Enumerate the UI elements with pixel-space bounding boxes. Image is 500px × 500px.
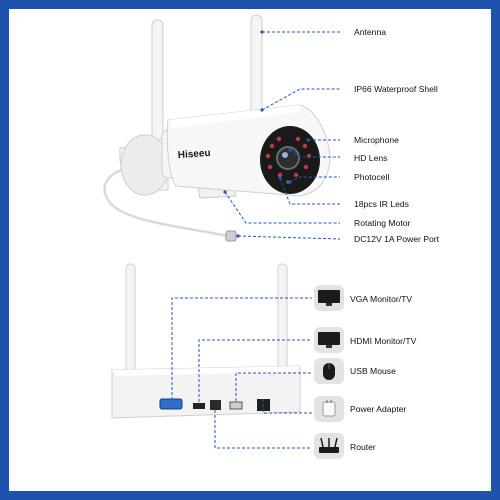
- router-icon: [319, 437, 339, 453]
- label-ir-leds: 18pcs IR Leds: [354, 199, 409, 209]
- label-router: Router: [350, 442, 376, 452]
- label-antenna: Antenna: [354, 27, 387, 37]
- label-photocell: Photocell: [354, 172, 390, 182]
- label-hdmi-monitor: HDMI Monitor/TV: [350, 336, 417, 346]
- mouse-icon: [323, 363, 335, 380]
- camera-leader-lines: [224, 31, 341, 240]
- label-rotating-motor: Rotating Motor: [354, 218, 411, 228]
- hdmi-port: [193, 403, 205, 409]
- nvr-antenna-left: [125, 263, 136, 385]
- vga-monitor-chip: [314, 285, 344, 311]
- label-hd-lens: HD Lens: [354, 153, 388, 163]
- vga-port: [159, 398, 183, 410]
- monitor-icon: [318, 332, 340, 348]
- usb-port: [229, 401, 243, 410]
- usb-mouse-chip: [314, 358, 344, 384]
- power-adapter-chip: [314, 396, 344, 422]
- power-adapter-icon: [322, 400, 336, 417]
- label-power-adapter: Power Adapter: [350, 404, 407, 414]
- camera-antenna-right: [250, 14, 263, 121]
- router-chip: [314, 433, 344, 459]
- hd-lens: [276, 146, 300, 170]
- label-vga-monitor: VGA Monitor/TV: [350, 294, 413, 304]
- nvr-back-ports: [159, 398, 270, 411]
- nvr-leader-lines: [171, 297, 312, 449]
- brand-logo: Hiseeu: [177, 148, 210, 161]
- monitor-icon: [318, 290, 340, 306]
- camera-antenna-left: [151, 19, 164, 141]
- label-usb-mouse: USB Mouse: [350, 366, 396, 376]
- label-waterproof-shell: IP66 Waterproof Shell: [354, 84, 438, 94]
- power-port-connector: [225, 230, 237, 242]
- label-power-port: DC12V 1A Power Port: [354, 234, 440, 244]
- ethernet-port: [210, 400, 221, 410]
- hdmi-monitor-chip: [314, 327, 344, 353]
- label-microphone: Microphone: [354, 135, 399, 145]
